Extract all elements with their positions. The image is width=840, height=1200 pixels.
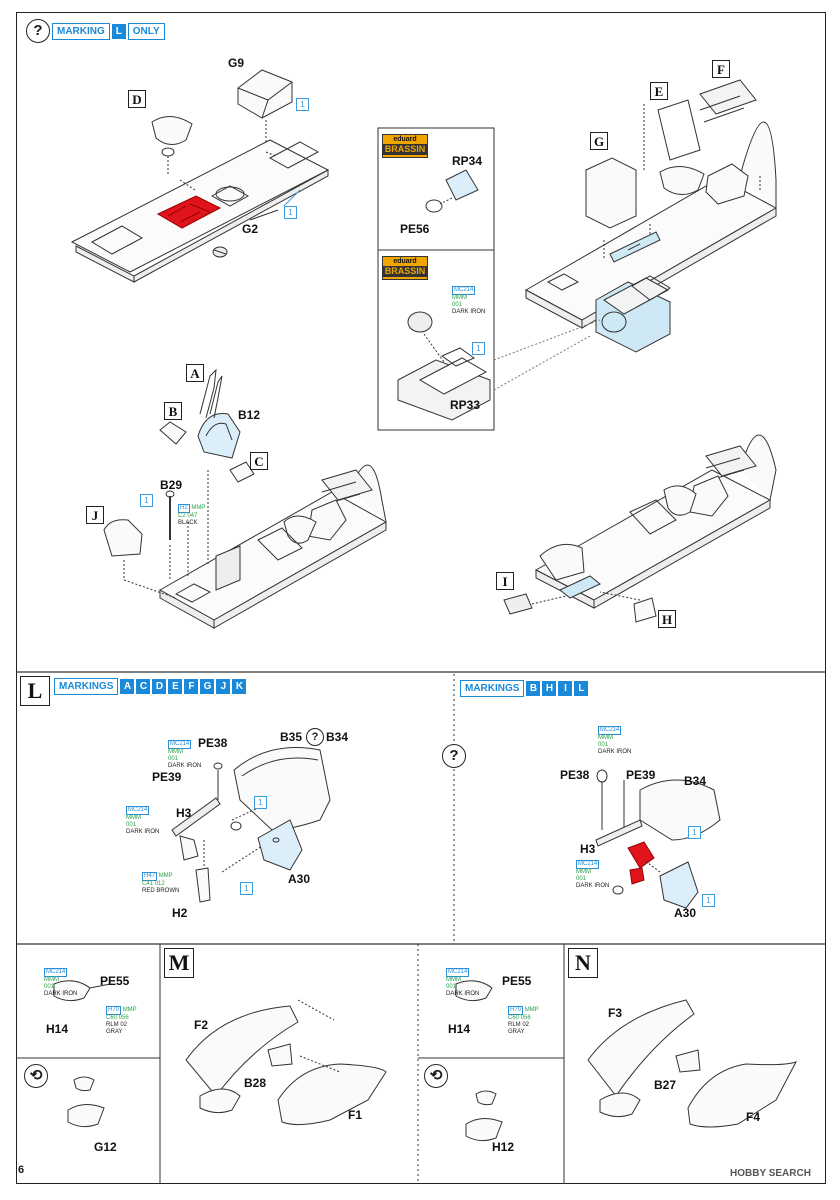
paint-callout-h3: MC214 MMM 001 DARK IRON: [576, 860, 610, 889]
part-pe38: PE38: [198, 736, 228, 750]
part-box-d: D: [128, 90, 146, 108]
part-h3: H3: [176, 806, 192, 820]
question-mark-icon: ?: [442, 744, 466, 768]
rotate-icon: ⟲: [424, 1064, 448, 1088]
page-number: 6: [18, 1164, 25, 1176]
part-f1: F1: [348, 1108, 363, 1122]
step-1-icon: 1: [254, 796, 267, 809]
paint-callout-h14: H70 MMP C60 056 RLM 02 GRAY: [508, 1006, 539, 1035]
paint-callout-pe55: MC214 MMM 001 DARK IRON: [446, 968, 480, 997]
paint-callout-b29: H2 MMP C2 047 BLACK: [178, 504, 206, 526]
part-f4: F4: [746, 1110, 761, 1124]
paint-callout-h14: H70 MMP C60 056 RLM 02 GRAY: [106, 1006, 137, 1035]
part-pe39: PE39: [152, 770, 182, 784]
part-box-i: I: [496, 572, 514, 590]
part-rp34: RP34: [452, 154, 483, 168]
part-b12: B12: [238, 408, 261, 422]
part-b34: B34: [326, 730, 349, 744]
brassin-logo: eduard BRASSIN: [382, 134, 428, 158]
step-1-icon: 1: [702, 894, 715, 907]
part-g9: G9: [228, 56, 245, 70]
part-box-a: A: [186, 364, 204, 382]
part-pe55: PE55: [100, 974, 130, 988]
part-box-f: F: [712, 60, 730, 78]
brassin-logo: eduard BRASSIN: [382, 256, 428, 280]
marking-banner: MARKING L ONLY: [52, 23, 165, 40]
part-b27: B27: [654, 1078, 677, 1092]
paint-callout-rp33: MC214 MMM 001 DARK IRON: [452, 286, 486, 315]
part-box-e: E: [650, 82, 668, 100]
markings-banner-l: MARKINGS A C D E F G J K: [54, 678, 247, 695]
part-pe39: PE39: [626, 768, 656, 782]
part-box-h: H: [658, 610, 676, 628]
part-g12: G12: [94, 1140, 117, 1154]
rotate-icon: ⟲: [24, 1064, 48, 1088]
part-box-j: J: [86, 506, 104, 524]
paint-callout-pe55: MC214 MMM 001 DARK IRON: [44, 968, 78, 997]
section-title-l: L: [20, 676, 50, 706]
part-h3: H3: [580, 842, 596, 856]
part-f3: F3: [608, 1006, 623, 1020]
instruction-page: [16, 12, 826, 1184]
part-h14: H14: [46, 1022, 69, 1036]
paint-callout-h3: MC214 MMM 001 DARK IRON: [126, 806, 160, 835]
section-title-m: M: [164, 948, 194, 978]
part-pe55: PE55: [502, 974, 532, 988]
part-a30: A30: [674, 906, 697, 920]
part-pe56: PE56: [400, 222, 430, 236]
part-pe38: PE38: [560, 768, 590, 782]
step-1-icon: 1: [240, 882, 253, 895]
part-b28: B28: [244, 1076, 267, 1090]
question-mark-icon: ?: [26, 19, 50, 43]
step-1-icon: 1: [284, 206, 297, 219]
part-h14: H14: [448, 1022, 471, 1036]
part-h12: H12: [492, 1140, 515, 1154]
part-box-b: B: [164, 402, 182, 420]
part-b34: B34: [684, 774, 707, 788]
paint-callout-pe38: MC214 MMM 001 DARK IRON: [168, 740, 202, 769]
part-box-g: G: [590, 132, 608, 150]
watermark: HOBBY SEARCH: [730, 1168, 811, 1179]
step-1-icon: 1: [140, 494, 153, 507]
part-g2: G2: [242, 222, 259, 236]
part-h2: H2: [172, 906, 188, 920]
markings-banner-r: MARKINGS B H I L: [460, 680, 589, 697]
paint-callout-top: MC214 MMM 001 DARK IRON: [598, 726, 632, 755]
section-title-n: N: [568, 948, 598, 978]
part-f2: F2: [194, 1018, 209, 1032]
part-box-c: C: [250, 452, 268, 470]
step-1-icon: 1: [472, 342, 485, 355]
part-b35: B35: [280, 730, 303, 744]
step-1-icon: 1: [688, 826, 701, 839]
part-b29: B29: [160, 478, 183, 492]
part-a30: A30: [288, 872, 311, 886]
part-rp33: RP33: [450, 398, 481, 412]
paint-callout-h2: H47 MMP C41 012 RED BROWN: [142, 872, 180, 894]
step-1-icon: 1: [296, 98, 309, 111]
question-mark-icon: ?: [306, 728, 324, 746]
